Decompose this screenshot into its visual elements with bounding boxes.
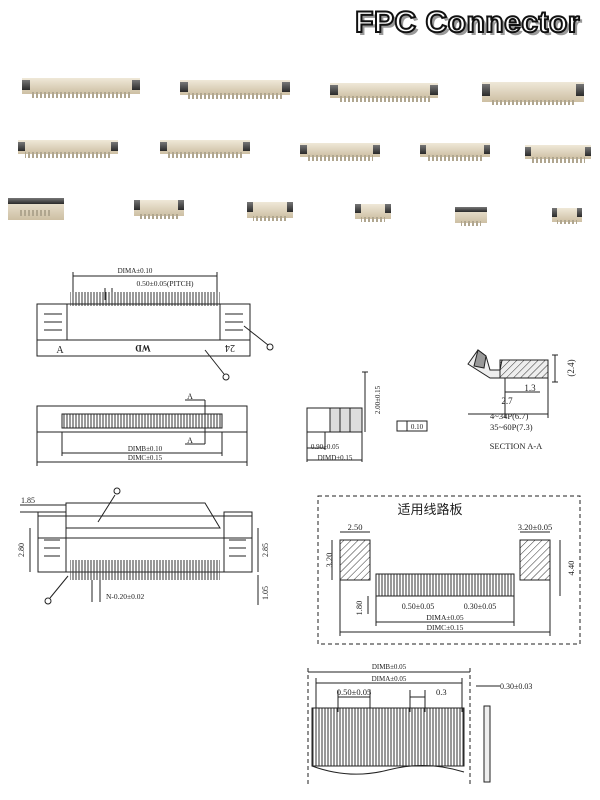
connector-photo-gallery <box>8 78 591 226</box>
fpc-pitch-label: 0.50±0.05 <box>337 687 371 697</box>
connector-photo <box>482 82 584 105</box>
pin-width-label: N-0.20±0.02 <box>106 592 145 601</box>
pcb-heading: 适用线路板 <box>397 502 462 518</box>
fpc-dim-b-label: DIMB±0.05 <box>372 663 407 671</box>
mark-a: A <box>56 345 64 356</box>
connector-photo <box>160 140 250 158</box>
pcb-dim-a-label: DIMA±0.05 <box>426 613 463 622</box>
pitch-label: 0.50±0.05(PITCH) <box>136 279 194 288</box>
fpc-thickness-label: 0.30±0.03 <box>500 682 532 691</box>
connector-photo <box>330 83 438 102</box>
top-offset-label: 1.85 <box>21 496 35 505</box>
pcb-footprint-drawing <box>317 495 581 645</box>
side-width-label: 0.90±0.05 <box>311 443 340 451</box>
section-view-drawing <box>467 349 558 418</box>
pin-range-2: 35~60P(7.3) <box>490 422 533 432</box>
pin-length-label: 1.05 <box>261 586 270 600</box>
connector-photo <box>180 80 290 99</box>
fpc-pad-label: 0.3 <box>436 687 447 697</box>
side-height-label: 2.00±0.15 <box>374 385 382 414</box>
pin-range-1: 4~34P(6.7) <box>490 411 529 421</box>
connector-photo <box>355 204 391 222</box>
page-title: FPC Connector <box>354 5 580 40</box>
dim-a-label: DIMA±0.10 <box>118 267 153 275</box>
pcb-dim-c-label: DIMC±0.15 <box>427 623 464 632</box>
section-height-label: (2.4) <box>566 359 576 376</box>
side-view-drawing <box>306 371 428 462</box>
fpc-cable-drawing <box>307 668 500 784</box>
connector-photo <box>18 140 118 158</box>
pcb-top-right-label: 3.20±0.05 <box>518 522 552 532</box>
mark-wd: WD <box>135 343 151 353</box>
dim-c-label: DIMC±0.15 <box>128 454 163 462</box>
dim-d-label: DIMD±0.15 <box>318 454 353 462</box>
connector-photo <box>22 78 140 98</box>
left-height-label: 2.80 <box>17 543 26 557</box>
section-mark-bottom: A <box>187 436 193 445</box>
pcb-pitch-label: 0.50±0.05 <box>402 602 434 611</box>
dim-b-label: DIMB±0.10 <box>128 445 163 453</box>
right-height-label: 2.85 <box>261 543 270 557</box>
connector-photo <box>525 145 591 163</box>
pin-view-drawing <box>20 487 259 605</box>
connector-photo <box>300 143 380 161</box>
connector-photo <box>8 198 64 220</box>
pcb-right-label: 4.40 <box>566 561 576 576</box>
connector-photo <box>134 200 184 219</box>
section-caption: SECTION A-A <box>490 441 544 451</box>
mark-24: 24 <box>225 342 235 353</box>
connector-photo <box>552 208 582 224</box>
fpc-dim-a-label: DIMA±0.05 <box>372 675 407 683</box>
connector-photo <box>455 207 487 226</box>
section-width-label: 2.7 <box>501 396 513 406</box>
connector-photo <box>420 143 490 161</box>
top-view-drawing <box>36 272 274 381</box>
section-offset-label: 1.3 <box>524 383 536 393</box>
connector-photo <box>247 202 293 221</box>
pcb-left-label: 3.20 <box>324 553 334 568</box>
pcb-top-left-label: 2.50 <box>348 522 363 532</box>
pcb-pad-label: 0.30±0.05 <box>464 602 496 611</box>
front-view-drawing <box>36 399 248 466</box>
section-mark-top: A <box>187 392 193 401</box>
flatness-value: 0.10 <box>411 423 424 431</box>
pcb-bottom-left-label: 1.80 <box>354 601 364 616</box>
